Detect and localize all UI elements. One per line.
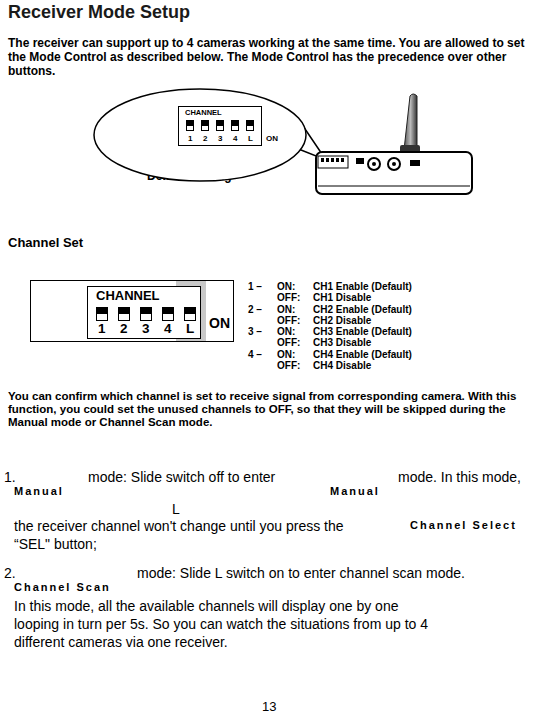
dip-switch: CHANNEL 1234L [87,286,201,339]
state-label: ON: [277,304,295,316]
switch-number: 4 [164,321,172,337]
switch-number: 3 – [248,326,262,338]
switch-letter: L [172,501,180,517]
jack [368,158,380,170]
switch-number: 2 – [248,304,262,316]
switch-toggle [231,120,239,131]
switch-number: 4 [233,134,237,143]
button [356,158,364,164]
body-text: mode: Slide L switch on to enter channel… [137,565,465,581]
state-label: OFF: [277,315,300,327]
switch-number: 1 [188,134,192,143]
state-text: CH4 Disable [313,360,371,372]
callout-bubble: ON CHANNEL 1 2 3 4 L [92,87,308,183]
button-name: Channel Select [410,519,517,532]
state-text: CH2 Enable (Default) [313,304,412,316]
state-text: CH3 Enable (Default) [313,326,412,338]
on-marker: ON [209,315,230,331]
list-number: 2. [4,565,16,581]
switch-number: L [248,134,253,143]
mode-name: Manual [14,485,64,498]
switch-toggle [184,307,196,321]
switch-number: 3 [142,321,150,337]
state-text: CH4 Enable (Default) [313,349,412,361]
state-label: OFF: [277,360,300,372]
body-text: “SEL" button; [14,536,97,552]
section-heading: Channel Set [8,236,83,251]
list-number: 1. [4,469,16,485]
body-text: the receiver channel won't change until … [14,518,344,534]
state-label: OFF: [277,292,300,304]
body-edge [318,186,470,187]
switch-toggle [201,120,209,131]
switch-number: 4 – [248,349,262,361]
switch-toggle [162,307,174,321]
switch-title: CHANNEL [185,109,222,118]
body-text: In this mode, all the available channels… [14,598,398,614]
switch-number: 2 [203,134,207,143]
mode-name: Channel Scan [14,581,111,594]
dip-switch: CHANNEL 1 2 3 4 L [178,106,262,146]
state-text: CH2 Disable [313,315,371,327]
switch-toggle [96,307,108,321]
switch-number: 2 [120,321,128,337]
state-text: CH1 Enable (Default) [313,281,412,293]
receiver-switch-toggles [321,158,344,162]
note-paragraph: You can confirm which channel is set to … [8,390,536,430]
body-text: looping in turn per 5s. So you can watch… [14,616,428,632]
intro-paragraph: The receiver can support up to 4 cameras… [8,37,534,78]
body-text: mode. In this mode, [398,469,521,485]
switch-toggle [140,307,152,321]
page-title: Receiver Mode Setup [8,2,190,23]
switch-number: 1 [98,321,106,337]
led [410,160,420,166]
switch-panel: ON CHANNEL 1234L [30,280,234,342]
switch-number: 3 [218,134,222,143]
switch-toggle [216,120,224,131]
switch-toggle [118,307,130,321]
switch-number: 1 – [248,281,262,293]
receiver-switch [318,156,348,168]
switch-toggle [186,120,194,131]
receiver-body [316,152,472,194]
jack [388,158,400,170]
state-label: ON: [277,326,295,338]
state-text: CH1 Disable [313,292,371,304]
antenna [404,94,417,150]
body-text: different cameras via one receiver. [14,634,228,650]
switch-number: L [186,321,194,337]
switch-toggle [246,120,254,131]
state-text: CH3 Disable [313,337,371,349]
state-label: ON: [277,281,295,293]
state-label: OFF: [277,337,300,349]
mode-name: Manual [330,485,380,498]
state-label: ON: [277,349,295,361]
switch-title: CHANNEL [96,289,160,304]
jack-pin [392,162,396,166]
body-text: mode: Slide switch off to enter [88,469,275,485]
page-number: 13 [262,700,276,715]
on-marker: ON [266,134,278,143]
jack-pin [372,162,376,166]
